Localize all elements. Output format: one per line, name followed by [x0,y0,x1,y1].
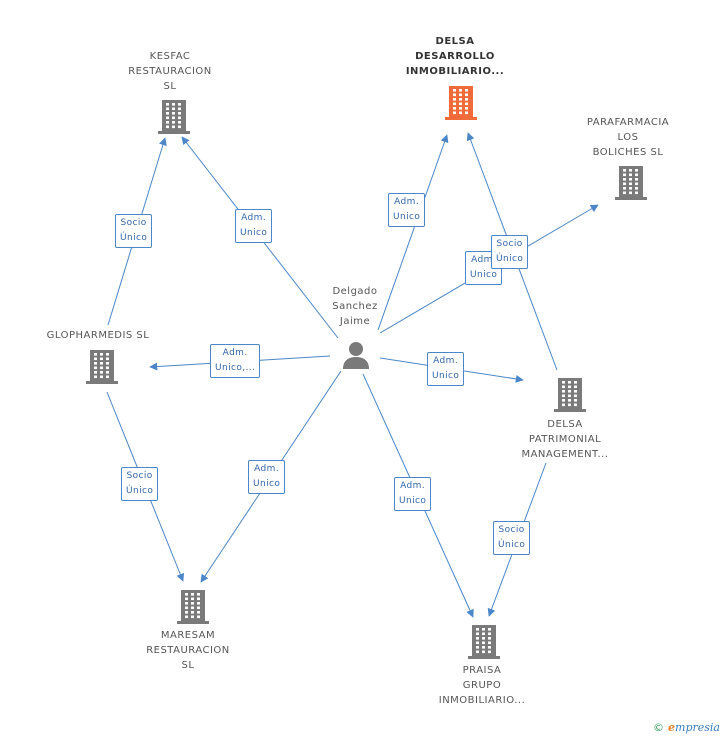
building-icon-delsa-desarrollo[interactable] [445,86,477,120]
building-icon-parafarmacia[interactable] [615,166,647,200]
node-label-glopharmedis[interactable]: GLOPHARMEDIS SL [46,330,150,341]
copyright-symbol: © [653,721,665,734]
edge-label-adm-praisa[interactable]: Adm.Unico [394,477,432,511]
person-icon[interactable] [341,340,371,370]
edge-label-adm-maresam[interactable]: Adm.Unico [248,460,286,494]
edge-label-adm-glopharmedis[interactable]: Adm.Unico,... [210,344,261,378]
edge-label-adm-delsa-patrimonial[interactable]: Adm.Unico [427,352,465,386]
empresia-credit: ©empresia [653,721,720,734]
brand-name: mpresia [675,721,720,734]
edge-label-adm-kesfac[interactable]: Adm.Unico [235,209,273,243]
building-icon-praisa[interactable] [468,625,500,659]
brand-initial: e [668,721,676,734]
edge-label-adm-delsa-desarrollo[interactable]: Adm.Unico [388,193,426,227]
building-icon-delsa-patrimonial[interactable] [554,378,586,412]
edge-person-delsa-desarrollo [377,134,449,331]
building-icon-kesfac[interactable] [158,100,190,134]
building-icon-maresam[interactable] [177,590,209,624]
building-icon-glopharmedis[interactable] [86,350,118,384]
